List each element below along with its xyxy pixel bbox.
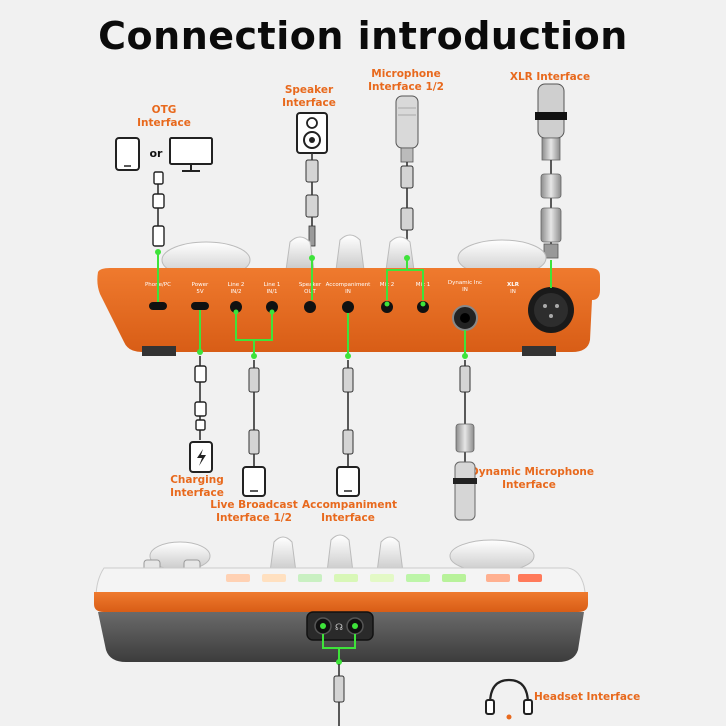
- accompaniment-cable-icon: [342, 367, 354, 455]
- usb-c-port-power: [191, 302, 209, 310]
- dynamic-mic-icon: [453, 461, 477, 521]
- jack-line2: [230, 301, 242, 313]
- mixer-front-panel: ☊: [94, 534, 588, 662]
- xlr-mic-icon: [535, 83, 567, 161]
- port-label-power: Power: [192, 282, 209, 288]
- xlr-interface-label: XLR Interface: [509, 71, 591, 83]
- mic-cable-parts: [400, 165, 414, 231]
- port-label-speaker: Speaker: [299, 282, 322, 288]
- port-sub-speaker: OUT: [304, 289, 316, 295]
- speaker-interface-label: Speaker Interface: [282, 84, 336, 109]
- jack-line1: [266, 301, 278, 313]
- port-sub-line1: IN/1: [266, 289, 277, 295]
- port-sub-dynamic: IN: [462, 287, 468, 293]
- port-sub-xlr: IN: [510, 289, 516, 295]
- port-sub-power: 5V: [196, 289, 203, 295]
- port-label-dynamic: Dynamic Inc: [448, 280, 482, 286]
- green-connection-dots: [155, 249, 468, 359]
- jack-mic2: [381, 301, 393, 313]
- port-label-xlr: XLR: [507, 282, 520, 288]
- accompaniment-phone-icon: [336, 466, 360, 497]
- jack-speaker: [304, 301, 316, 313]
- live-broadcast-cable-icon: [248, 367, 260, 455]
- phone-icon: [115, 137, 140, 171]
- svg-text:☊: ☊: [335, 623, 343, 633]
- port-label-accompaniment: Accompaniment: [326, 282, 372, 288]
- monitor-icon: [169, 137, 213, 172]
- dynamic-mic-cable-icon: [455, 365, 475, 453]
- rear-ports: [149, 287, 574, 333]
- headset-interface-label: Headset Interface: [534, 691, 641, 703]
- port-sub-accompaniment: IN: [345, 289, 351, 295]
- bottom-cables: [199, 356, 466, 466]
- xlr-cable-parts: [540, 173, 562, 259]
- port-sub-line2: IN/2: [230, 289, 241, 295]
- port-label-line2: Line 2: [228, 282, 245, 288]
- microphone-interface-label: Microphone Interface 1/2: [368, 68, 444, 93]
- page-title: Connection introduction: [98, 14, 628, 58]
- live-broadcast-interface-label: Live Broadcast Interface 1/2: [210, 499, 298, 524]
- jack-accompaniment: [342, 301, 354, 313]
- headset-cable-icon: [333, 664, 345, 726]
- accompaniment-interface-label: Accompaniment Interface: [302, 499, 397, 524]
- dynamic-microphone-interface-label: Dynamic Microphone Interface: [470, 466, 595, 491]
- or-text: or: [150, 147, 164, 160]
- headphones-icon: [485, 678, 533, 720]
- condenser-mic-icon: [395, 95, 419, 163]
- otg-interface-label: OTG Interface: [137, 104, 191, 129]
- charging-interface-label: Charging Interface: [170, 474, 224, 499]
- speaker-icon: [296, 112, 328, 154]
- usb-c-cable-icon: [152, 171, 165, 247]
- charging-phone-icon: [189, 441, 213, 473]
- charging-cable-icon: [194, 365, 207, 431]
- green-connection-lines: [157, 252, 552, 356]
- jack-mic1: [417, 301, 429, 313]
- port-label-line1: Line 1: [264, 282, 281, 288]
- aux-cable-icon: [305, 159, 319, 247]
- live-broadcast-phone-icon: [242, 466, 266, 497]
- usb-c-port-phone-pc: [149, 302, 167, 310]
